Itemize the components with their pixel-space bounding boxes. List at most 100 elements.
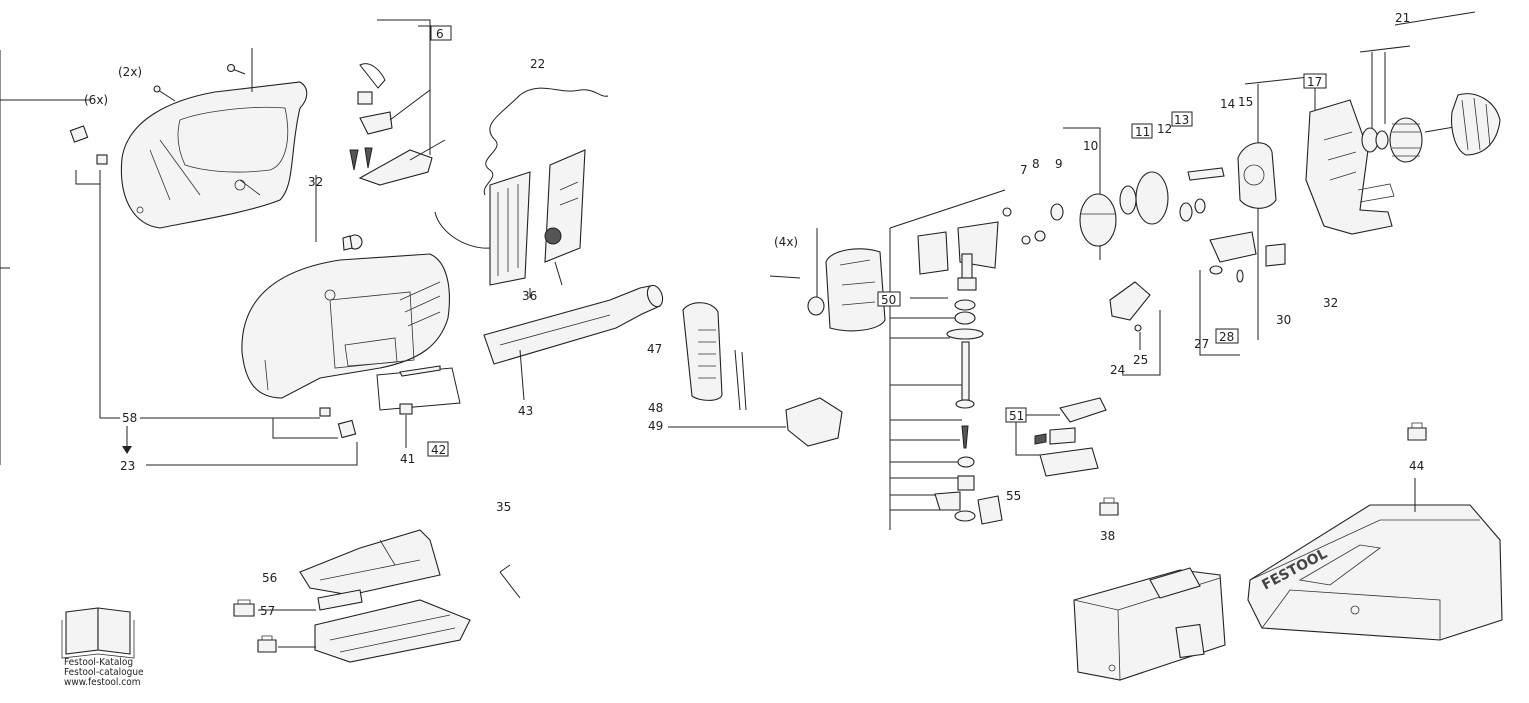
- svg-text:50: 50: [881, 293, 896, 307]
- svg-text:(6x): (6x): [84, 93, 108, 107]
- svg-text:11: 11: [1135, 125, 1150, 139]
- label-47: 47: [647, 342, 662, 356]
- label-10: 10: [1083, 139, 1098, 153]
- svg-text:30: 30: [1276, 313, 1291, 327]
- label-23: 23: [120, 459, 135, 473]
- svg-text:17: 17: [1307, 75, 1322, 89]
- label-14: 14: [1220, 97, 1235, 111]
- svg-text:44: 44: [1409, 459, 1424, 473]
- gear-cover-plate: [1199, 75, 1319, 356]
- label-15: 15: [1238, 95, 1253, 109]
- charger: FESTOOL: [1247, 422, 1503, 641]
- extraction-hose-adapter: [483, 284, 664, 401]
- gearbox-housing: [1303, 73, 1395, 235]
- label-24: 24: [1110, 363, 1125, 377]
- svg-text:10: 10: [1083, 139, 1098, 153]
- svg-text:6: 6: [436, 27, 444, 41]
- svg-text:47: 47: [647, 342, 662, 356]
- label-44: 44: [1409, 459, 1424, 473]
- label-30: 30: [1276, 313, 1291, 327]
- svg-text:35: 35: [496, 500, 511, 514]
- battery-contact-unit: [434, 87, 609, 298]
- svg-text:48: 48: [648, 401, 663, 415]
- svg-text:(2x): (2x): [118, 65, 142, 79]
- label-57: 57: [260, 604, 275, 618]
- label-21: 21: [1395, 11, 1410, 25]
- svg-text:12: 12: [1157, 122, 1172, 136]
- base-plate-assembly: [258, 529, 521, 663]
- svg-text:36: 36: [522, 289, 537, 303]
- label-36: 36: [522, 289, 537, 303]
- label-49: 49: [648, 419, 663, 433]
- svg-text:22: 22: [530, 57, 545, 71]
- label-28: 28: [1215, 328, 1239, 344]
- svg-text:43: 43: [518, 404, 533, 418]
- svg-text:55: 55: [1006, 489, 1021, 503]
- guard-and-clips: [668, 302, 843, 447]
- roller-guide-group: [1109, 281, 1161, 376]
- catalog-line-1: Festool-Katalog: [64, 657, 134, 668]
- catalog-book-icon: [61, 607, 135, 659]
- brackets-58-23: [99, 184, 358, 466]
- catalog-url[interactable]: www.festool.com: [64, 677, 141, 688]
- label-43: 43: [518, 404, 533, 418]
- label-qty-2x: (2x): [118, 65, 142, 79]
- svg-text:41: 41: [400, 452, 415, 466]
- svg-text:32: 32: [1323, 296, 1338, 310]
- svg-text:7: 7: [1020, 163, 1028, 177]
- pendulum-lever-group: [1005, 397, 1107, 477]
- svg-text:8: 8: [1032, 157, 1040, 171]
- svg-text:38: 38: [1100, 529, 1115, 543]
- label-32-right: 32: [1323, 296, 1338, 310]
- label-6: 6: [436, 27, 444, 41]
- label-27: 27: [1194, 337, 1209, 351]
- label-7: 7: [1020, 163, 1028, 177]
- svg-text:(4x): (4x): [774, 235, 798, 249]
- label-8: 8: [1032, 157, 1040, 171]
- switch-assembly: [349, 19, 452, 186]
- svg-text:42: 42: [431, 443, 446, 457]
- catalog-line-2: Festool-catalogue: [64, 667, 144, 678]
- label-50: 50: [877, 291, 901, 307]
- svg-text:57: 57: [260, 604, 275, 618]
- label-25: 25: [1133, 353, 1148, 367]
- housing-main-shell: [241, 175, 450, 399]
- label-9: 9: [1055, 157, 1063, 171]
- label-qty-6x: (6x): [84, 93, 108, 107]
- spare-kit-icon-57: [233, 599, 255, 617]
- label-11: 11: [1131, 123, 1153, 139]
- svg-text:28: 28: [1219, 330, 1234, 344]
- svg-text:13: 13: [1174, 113, 1189, 127]
- gear-train: [1021, 127, 1225, 260]
- svg-text:27: 27: [1194, 337, 1209, 351]
- label-55: 55: [1006, 489, 1021, 503]
- label-51: 51: [1009, 409, 1024, 423]
- label-17: 17: [1307, 75, 1322, 89]
- svg-text:58: 58: [122, 411, 137, 425]
- battery-pack: [1073, 497, 1226, 681]
- release-lever-group: [376, 365, 461, 457]
- housing-left-shell: [0, 48, 308, 465]
- spare-kit-icon-plate: [257, 635, 277, 653]
- svg-text:9: 9: [1055, 157, 1063, 171]
- label-13: 13: [1171, 111, 1193, 127]
- catalog-reference: Festool-Katalog Festool-catalogue www.fe…: [64, 612, 154, 688]
- label-qty-4x: (4x): [774, 235, 798, 249]
- svg-text:14: 14: [1220, 97, 1235, 111]
- svg-text:56: 56: [262, 571, 277, 585]
- svg-text:51: 51: [1009, 409, 1024, 423]
- label-48: 48: [648, 401, 663, 415]
- svg-text:49: 49: [648, 419, 663, 433]
- svg-text:25: 25: [1133, 353, 1148, 367]
- label-56: 56: [262, 571, 277, 585]
- svg-text:15: 15: [1238, 95, 1253, 109]
- svg-text:23: 23: [120, 459, 135, 473]
- label-12: 12: [1157, 122, 1172, 136]
- label-42: 42: [431, 443, 446, 457]
- label-58: 58: [122, 411, 137, 425]
- label-22: 22: [530, 57, 545, 71]
- label-41: 41: [400, 452, 415, 466]
- svg-text:21: 21: [1395, 11, 1410, 25]
